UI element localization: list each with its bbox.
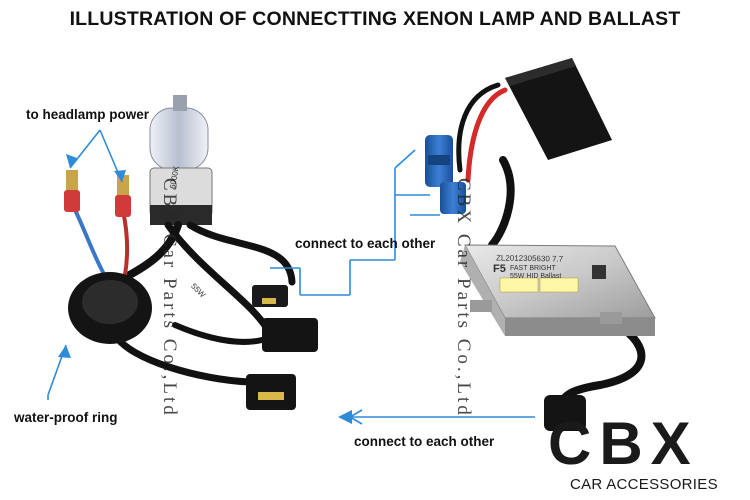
ballast-spec: 55W HID Ballast (510, 273, 562, 280)
label-water-proof-ring: water-proof ring (14, 410, 118, 425)
page-title: ILLUSTRATION OF CONNECTTING XENON LAMP A… (69, 8, 681, 30)
water-proof-ring (68, 272, 152, 344)
harness-wires (73, 203, 296, 386)
xenon-bulb (149, 95, 213, 225)
watermark-right: CBX Car Parts Co.,Ltd (453, 178, 474, 418)
ballast-brand: FAST BRIGHT (510, 265, 556, 272)
cbx-logo: CBX CAR ACCESSORIES (548, 414, 748, 500)
power-terminals (64, 170, 131, 217)
label-connect-bottom: connect to each other (354, 434, 495, 449)
left-connectors (246, 285, 318, 410)
logo-subtitle: CAR ACCESSORIES (570, 476, 718, 493)
ballast-model: F5 (493, 263, 506, 275)
logo-name: CBX (548, 410, 699, 477)
annotation-arrowheads (58, 154, 352, 424)
label-connect-top: connect to each other (295, 236, 436, 251)
label-headlamp-power: to headlamp power (26, 107, 150, 122)
ballast-output-connector (544, 395, 586, 431)
blue-connectors (425, 135, 466, 214)
watermark-left: CBX Car Parts Co.,Ltd (159, 178, 180, 418)
ballast-unit (460, 244, 656, 336)
ballast-serial: ZL2012305630 7.7 (495, 253, 564, 264)
igniter-box (505, 58, 612, 160)
